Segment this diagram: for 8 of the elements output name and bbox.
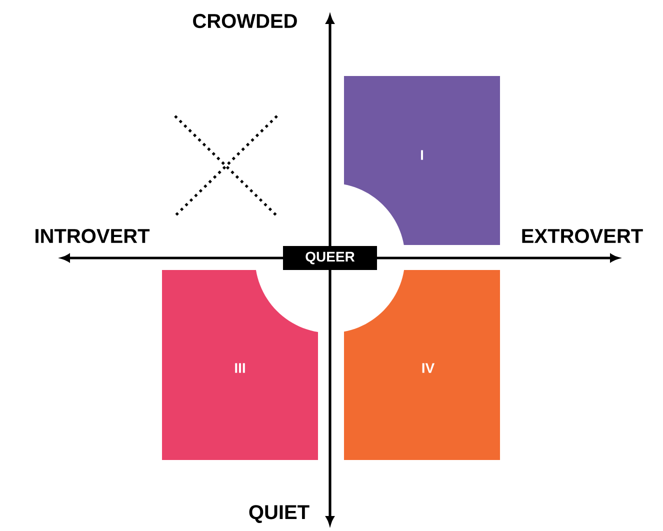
quadrant-box: I [344, 76, 500, 245]
center-tag: QUEER [283, 246, 377, 270]
axis-label: INTROVERT [36, 228, 150, 244]
quadrant-box: IV [344, 270, 500, 460]
axis-label: CROWDED [193, 14, 297, 28]
axis-label: EXTROVERT [522, 228, 643, 244]
quadrant-box: III [162, 270, 318, 460]
axis-label: QUIET [249, 505, 310, 523]
